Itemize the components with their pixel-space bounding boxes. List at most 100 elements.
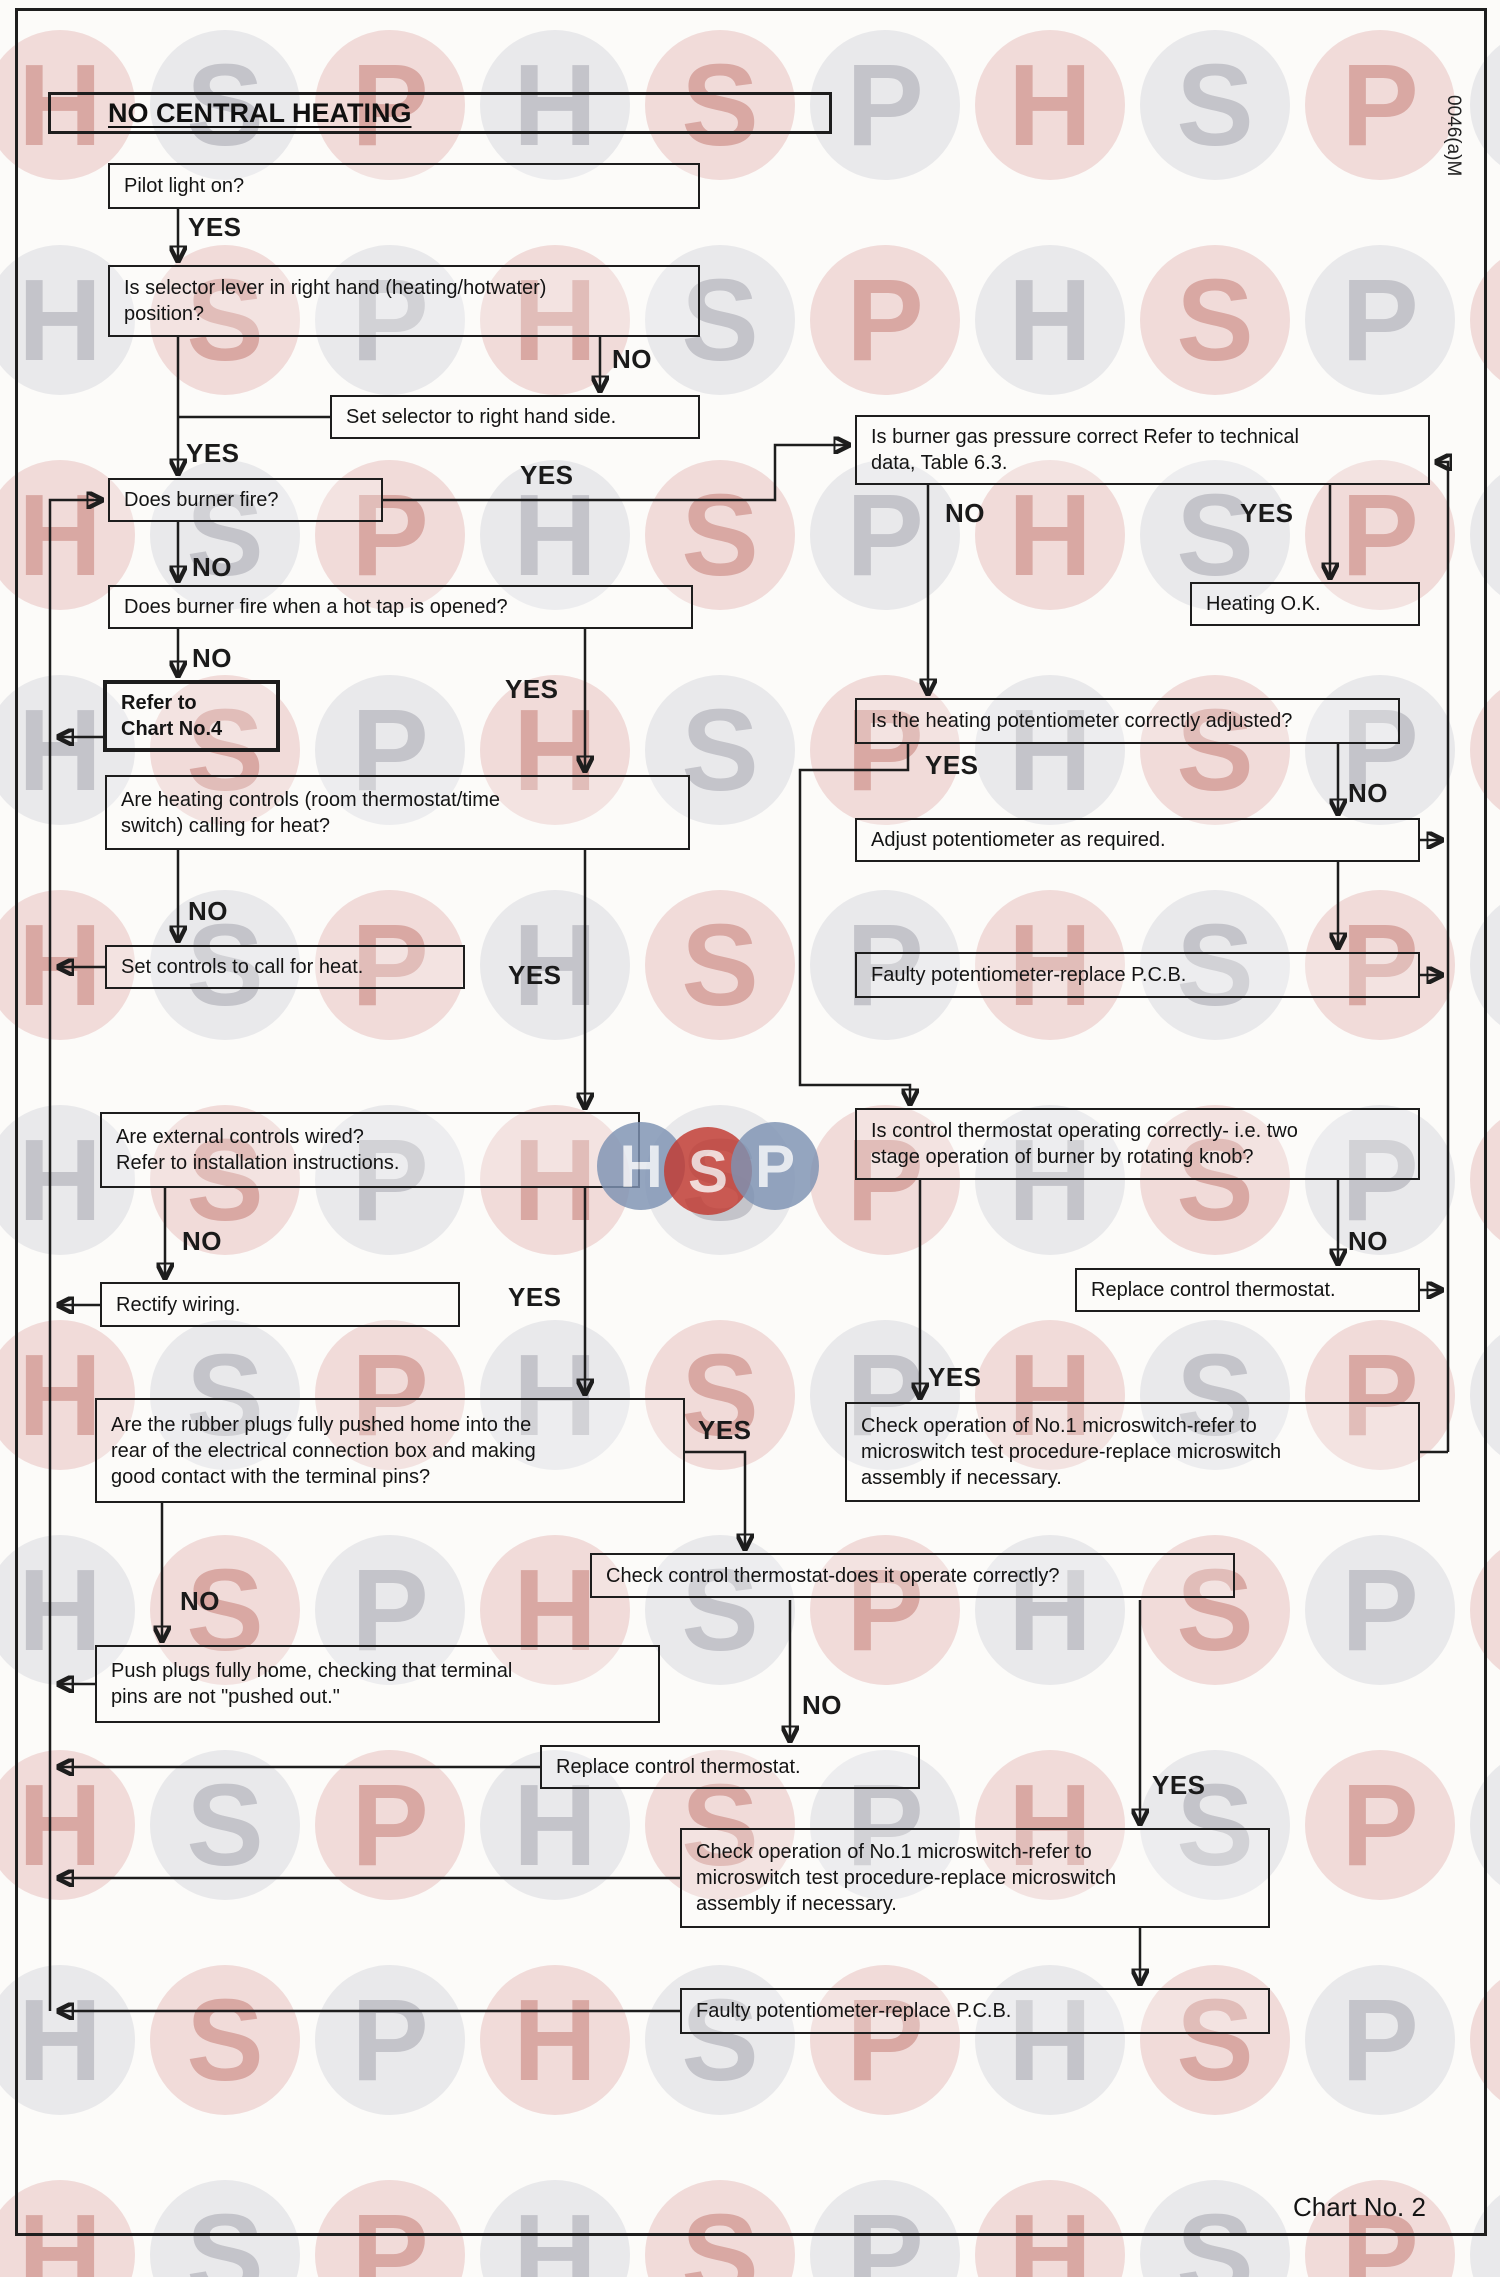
watermark-letter: H <box>975 1535 1125 1685</box>
edge-label-yes: YES <box>520 460 574 490</box>
watermark-letter: P <box>1305 890 1455 1040</box>
watermark-letter: S <box>1140 1535 1290 1685</box>
watermark-letter: H <box>975 1105 1125 1255</box>
node-heating-ok: Heating O.K. <box>1190 582 1420 626</box>
watermark-letter: S <box>1140 245 1290 395</box>
node-set-controls: Set controls to call for heat. <box>105 945 465 989</box>
watermark-letter: P <box>315 30 465 180</box>
watermark-letter: P <box>810 245 960 395</box>
edge-label-yes: YES <box>508 960 562 990</box>
watermark-letter: P <box>315 890 465 1040</box>
chart-title: NO CENTRAL HEATING <box>108 97 412 128</box>
edge-label-no: NO <box>192 643 232 673</box>
node-external-controls: Are external controls wired? Refer to in… <box>100 1112 640 1188</box>
watermark-letter: H <box>480 30 630 180</box>
watermark-letter: S <box>645 1750 795 1900</box>
watermark-letter: P <box>810 1750 960 1900</box>
node-selector-lever: Is selector lever in right hand (heating… <box>108 265 700 337</box>
watermark-letter: S <box>150 1105 300 1255</box>
watermark-letter: P <box>1305 1320 1455 1470</box>
logo-letter-h: H <box>597 1122 685 1210</box>
watermark-letter: P <box>315 1320 465 1470</box>
edge-label-no: NO <box>1348 1226 1388 1256</box>
watermark-letter: S <box>645 30 795 180</box>
watermark-letter: S <box>1140 1750 1290 1900</box>
chart-title-box: NO CENTRAL HEATING <box>48 92 832 134</box>
watermark-letter: P <box>315 245 465 395</box>
edge-label-yes: YES <box>928 1362 982 1392</box>
node-push-plugs: Push plugs fully home, checking that ter… <box>95 1645 660 1723</box>
logo-letter-p: P <box>731 1122 819 1210</box>
watermark-letter: P <box>810 1965 960 2115</box>
node-rectify-wiring: Rectify wiring. <box>100 1282 460 1327</box>
edge-label-no: NO <box>182 1226 222 1256</box>
watermark-letter: H <box>975 1750 1125 1900</box>
watermark-letter: H <box>0 30 135 180</box>
node-heating-potentiometer: Is the heating potentiometer correctly a… <box>855 698 1400 744</box>
watermark-letter: P <box>1305 245 1455 395</box>
edge-label-no: NO <box>188 896 228 926</box>
watermark-letter: S <box>1140 1105 1290 1255</box>
watermark-letter: P <box>1305 1105 1455 1255</box>
watermark-letter: P <box>810 30 960 180</box>
watermark-letter: H <box>975 1320 1125 1470</box>
watermark-letter: S <box>150 1750 300 1900</box>
node-adjust-potentiometer: Adjust potentiometer as required. <box>855 818 1420 862</box>
watermark-letter: S <box>150 890 300 1040</box>
watermark-letter: S <box>645 1965 795 2115</box>
edge-label-no: NO <box>192 552 232 582</box>
watermark-letter: S <box>150 245 300 395</box>
node-faulty-pcb-right: Faulty potentiometer-replace P.C.B. <box>855 952 1420 998</box>
watermark-letter: P <box>810 1535 960 1685</box>
watermark-letter: H <box>480 245 630 395</box>
watermark-letter: S <box>150 1965 300 2115</box>
watermark-letter: H <box>480 1750 630 1900</box>
watermark-letter: S <box>645 1320 795 1470</box>
watermark-letter: S <box>1140 30 1290 180</box>
node-faulty-pcb-bottom: Faulty potentiometer-replace P.C.B. <box>680 1988 1270 2034</box>
node-control-thermostat: Is control thermostat operating correctl… <box>855 1108 1420 1180</box>
watermark-letter: S <box>1140 675 1290 825</box>
watermark-letter: H <box>480 1535 630 1685</box>
chart-number: Chart No. 2 <box>1293 2192 1426 2222</box>
watermark-letter: S <box>645 890 795 1040</box>
node-burner-fire: Does burner fire? <box>108 478 383 522</box>
edge-label-yes: YES <box>1240 498 1294 528</box>
doc-code: 0046(a)M <box>1443 95 1464 177</box>
edge-label-no: NO <box>180 1586 220 1616</box>
watermark-letter: S <box>1140 1965 1290 2115</box>
node-check-microswitch-right: Check operation of No.1 microswitch-refe… <box>845 1402 1420 1502</box>
edge-label-no: NO <box>802 1690 842 1720</box>
watermark-letter: P <box>315 1750 465 1900</box>
watermark-letter: S <box>645 1535 795 1685</box>
edge-label-no: NO <box>945 498 985 528</box>
node-check-thermostat: Check control thermostat-does it operate… <box>590 1553 1235 1598</box>
node-refer-chart4: Refer to Chart No.4 <box>103 680 280 752</box>
watermark-letter: H <box>975 890 1125 1040</box>
watermark-letter: S <box>1140 890 1290 1040</box>
edge-label-no: NO <box>1348 778 1388 808</box>
node-replace-thermostat-right: Replace control thermostat. <box>1075 1268 1420 1312</box>
watermark-letter: P <box>315 675 465 825</box>
edge-label-yes: YES <box>186 438 240 468</box>
page-border <box>15 8 1487 2236</box>
node-replace-thermostat-bottom: Replace control thermostat. <box>540 1745 920 1789</box>
node-hot-tap: Does burner fire when a hot tap is opene… <box>108 585 693 629</box>
edge-label-yes: YES <box>188 212 242 242</box>
watermark-letter: H <box>975 675 1125 825</box>
watermark-letter: H <box>975 460 1125 610</box>
watermark-letter: H <box>0 245 135 395</box>
watermark-letter: H <box>975 30 1125 180</box>
edge-label-yes: YES <box>505 674 559 704</box>
watermark-letter: H <box>975 245 1125 395</box>
watermark-letter: P <box>315 1535 465 1685</box>
edge-label-yes: YES <box>925 750 979 780</box>
watermark-letter: P <box>1305 1535 1455 1685</box>
edge-label-yes: YES <box>508 1282 562 1312</box>
watermark-letter: H <box>0 1965 135 2115</box>
edge-label-no: NO <box>612 344 652 374</box>
watermark-letter: H <box>480 890 630 1040</box>
node-set-selector: Set selector to right hand side. <box>330 395 700 439</box>
